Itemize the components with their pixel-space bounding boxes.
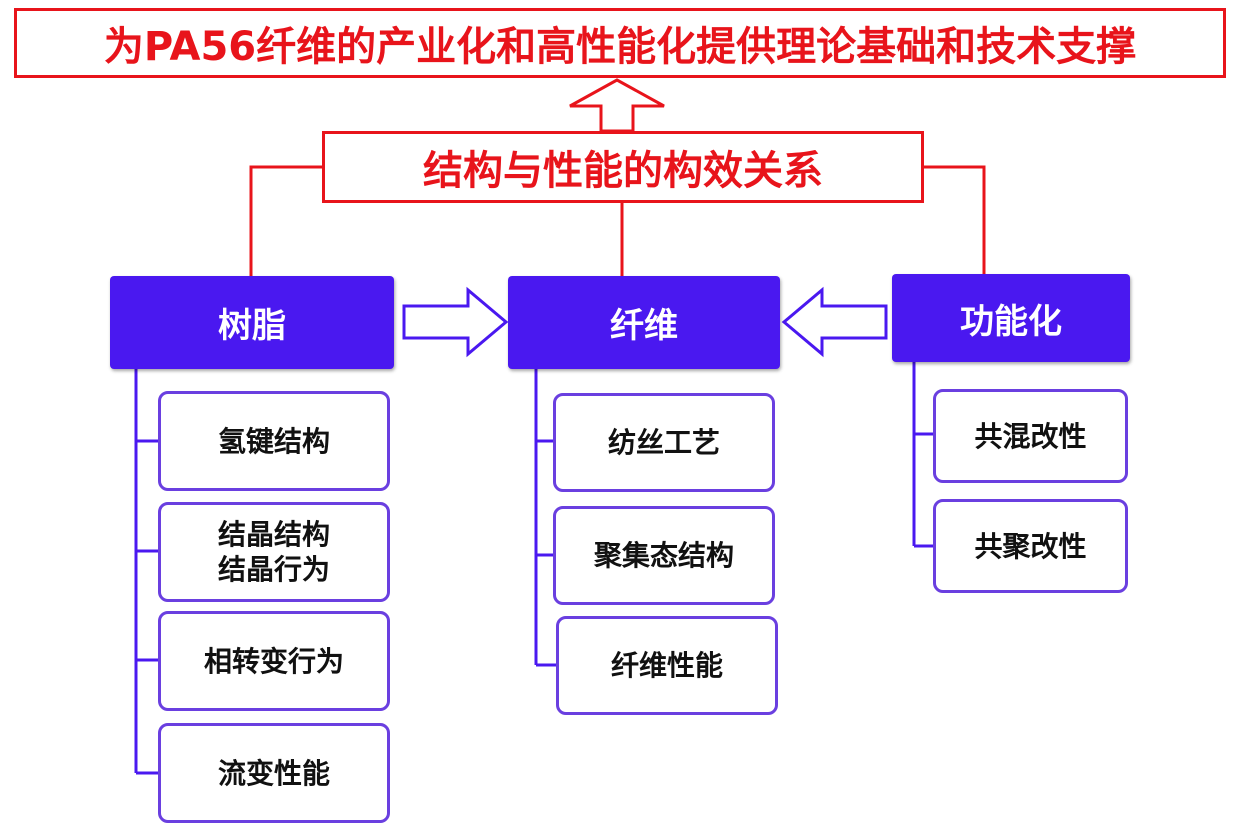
fiber-item-performance: 纤维性能 bbox=[556, 616, 778, 715]
goal-box: 为PA56纤维的产业化和高性能化提供理论基础和技术支撑 bbox=[14, 8, 1226, 78]
fiber-item-label: 聚集态结构 bbox=[593, 539, 734, 572]
goal-text: 为PA56纤维的产业化和高性能化提供理论基础和技术支撑 bbox=[103, 24, 1137, 70]
resin-item-label: 相转变行为 bbox=[203, 644, 344, 678]
resin-title: 树脂 bbox=[218, 306, 286, 346]
right-arrow-icon bbox=[402, 286, 509, 358]
functional-item-label: 共聚改性 bbox=[974, 529, 1087, 563]
fiber-item-aggregate: 聚集态结构 bbox=[553, 506, 775, 605]
resin-item-phase-transition: 相转变行为 bbox=[158, 611, 390, 711]
relation-text: 结构与性能的构效关系 bbox=[423, 148, 823, 194]
connector-functional bbox=[924, 165, 986, 274]
functional-item-label: 共混改性 bbox=[974, 419, 1087, 453]
relation-box: 结构与性能的构效关系 bbox=[322, 131, 924, 203]
fiber-item-label: 纺丝工艺 bbox=[607, 426, 720, 459]
resin-item-label-line1: 结晶结构 bbox=[217, 518, 330, 551]
functional-title: 功能化 bbox=[960, 301, 1062, 342]
resin-item-hydrogen-bond: 氢键结构 bbox=[158, 391, 390, 491]
resin-item-crystal: 结晶结构 结晶行为 bbox=[158, 502, 390, 602]
fiber-item-spinning: 纺丝工艺 bbox=[553, 393, 775, 492]
left-arrow-icon bbox=[781, 286, 888, 358]
functional-item-copolymer: 共聚改性 bbox=[933, 499, 1128, 593]
resin-item-label-line2: 结晶行为 bbox=[217, 553, 330, 586]
resin-item-rheology: 流变性能 bbox=[158, 723, 390, 823]
functional-item-blend: 共混改性 bbox=[933, 389, 1128, 483]
connector-resin bbox=[249, 165, 322, 276]
fiber-header: 纤维 bbox=[508, 276, 780, 369]
resin-item-label: 流变性能 bbox=[217, 756, 330, 790]
fiber-item-label: 纤维性能 bbox=[610, 649, 723, 682]
functional-tree-lines bbox=[912, 362, 933, 548]
resin-tree-lines bbox=[134, 368, 158, 775]
up-arrow-icon bbox=[569, 78, 665, 133]
resin-item-label: 氢键结构 bbox=[217, 424, 330, 458]
fiber-tree-lines bbox=[534, 368, 556, 667]
fiber-title: 纤维 bbox=[610, 306, 678, 346]
resin-header: 树脂 bbox=[110, 276, 394, 369]
functional-header: 功能化 bbox=[892, 274, 1130, 362]
